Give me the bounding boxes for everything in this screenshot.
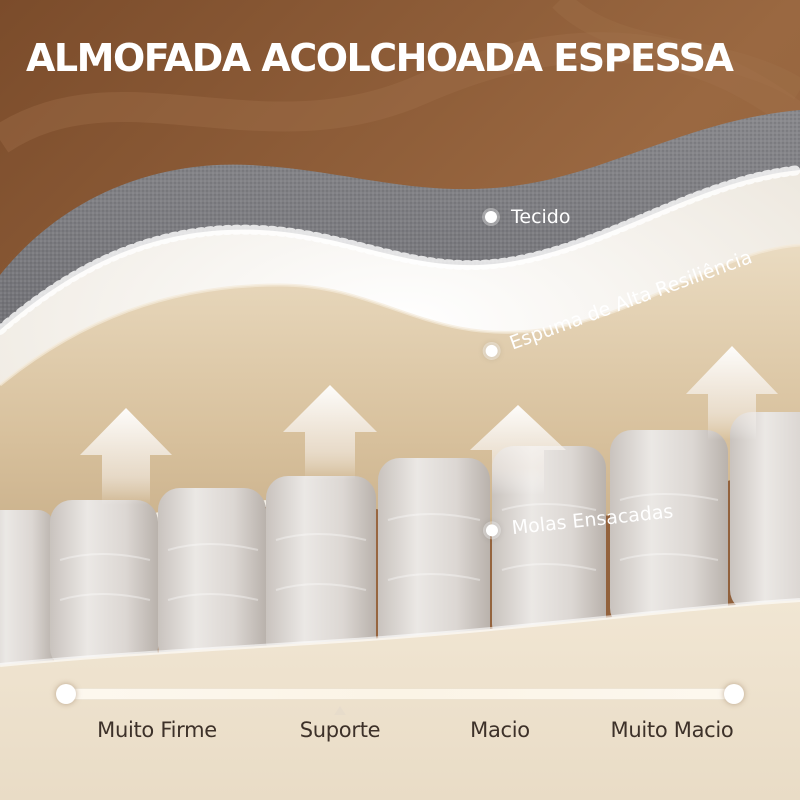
scale-label-very-soft: Muito Macio (610, 718, 734, 742)
scale-end-left (56, 684, 76, 704)
firmness-scale-track (66, 688, 734, 700)
scale-end-right (724, 684, 744, 704)
pocket-springs (0, 412, 800, 670)
scale-label-support: Suporte (299, 718, 381, 742)
label-fabric: Tecido (485, 206, 570, 228)
arrow-up-icon (80, 346, 778, 505)
label-fabric-text: Tecido (511, 206, 571, 228)
scale-label-very-firm: Muito Firme (97, 718, 217, 742)
dot-icon (485, 211, 497, 223)
scale-label-soft: Macio (470, 718, 530, 742)
scale-marker-icon (334, 706, 346, 715)
dot-icon (483, 343, 500, 359)
page-title: ALMOFADA ACOLCHOADA ESPESSA (26, 36, 734, 80)
dot-icon (485, 523, 499, 537)
